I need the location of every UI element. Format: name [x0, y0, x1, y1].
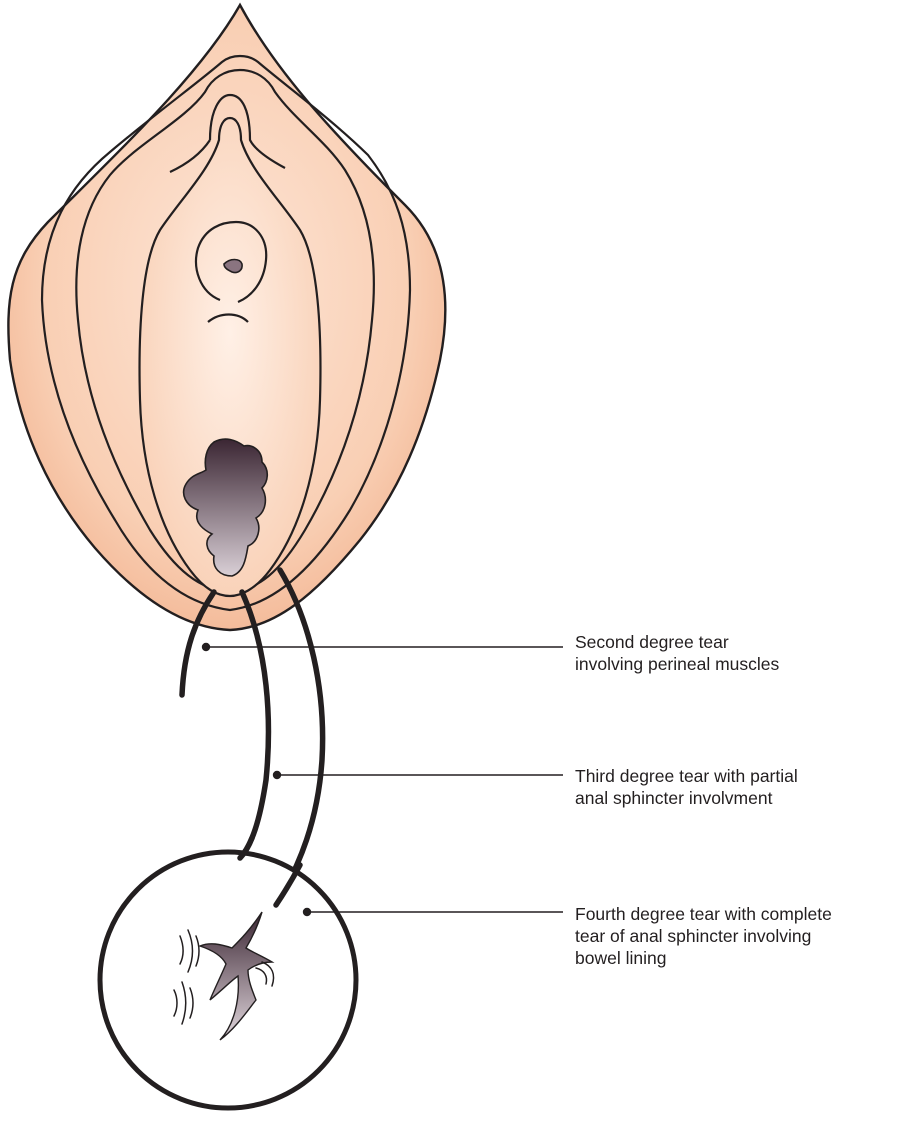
fourth-degree-label-line-1: Fourth degree tear with complete	[575, 903, 832, 925]
fourth-degree-label-line-3: bowel lining	[575, 947, 832, 969]
third-degree-label-line-2: anal sphincter involvment	[575, 787, 798, 809]
second-degree-tear-label: Second degree tear involving perineal mu…	[575, 631, 779, 675]
second-degree-label-line-2: involving perineal muscles	[575, 653, 779, 675]
leader-fourth	[303, 908, 563, 916]
leader-third	[273, 771, 563, 779]
third-degree-label-line-1: Third degree tear with partial	[575, 765, 798, 787]
third-degree-tear-label: Third degree tear with partial anal sphi…	[575, 765, 798, 809]
fourth-degree-label-line-2: tear of anal sphincter involving	[575, 925, 832, 947]
fourth-degree-tear-label: Fourth degree tear with complete tear of…	[575, 903, 832, 969]
second-degree-label-line-1: Second degree tear	[575, 631, 779, 653]
third-degree-tear-line	[240, 592, 268, 858]
fourth-degree-tear-line	[276, 570, 323, 905]
leader-second	[202, 643, 563, 651]
